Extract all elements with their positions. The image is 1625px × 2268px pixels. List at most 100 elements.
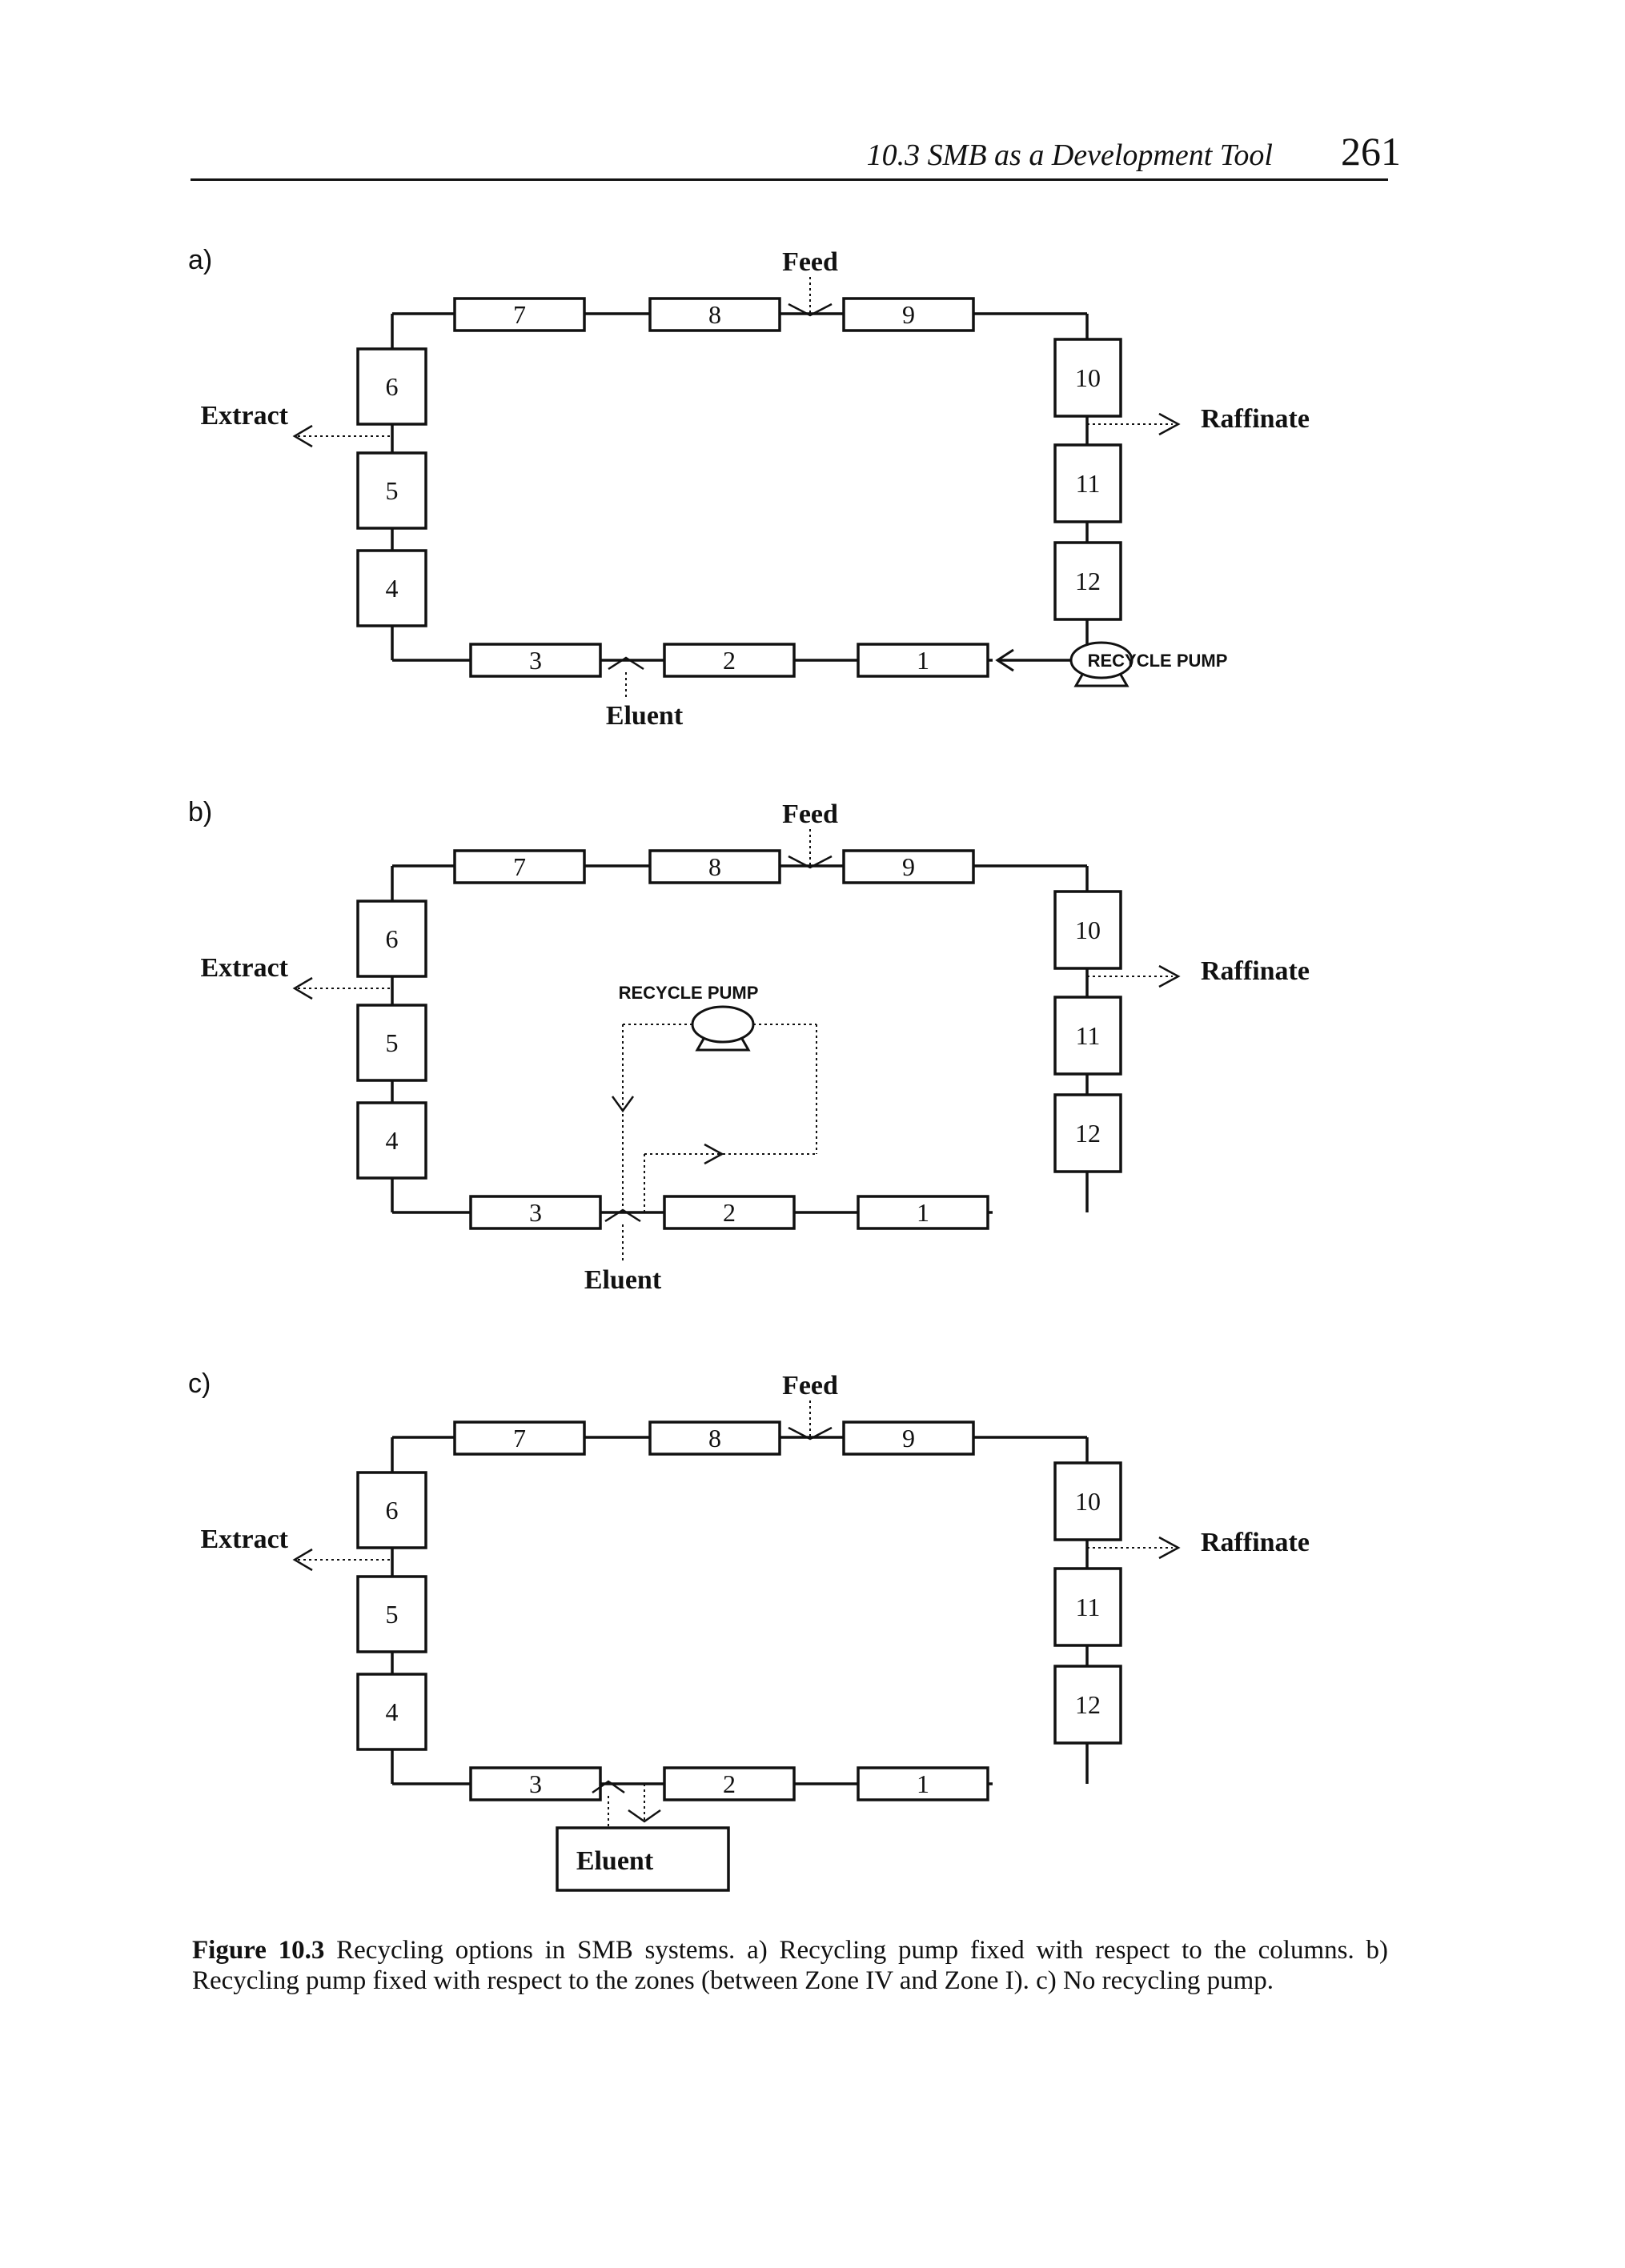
extract-arrow-head <box>292 1548 313 1572</box>
column-1-number: 1 <box>917 1769 929 1798</box>
column-11-number: 11 <box>1076 469 1101 498</box>
column-10 <box>1053 338 1122 418</box>
figure-caption: Figure 10.3 Recycling options in SMB sys… <box>192 1935 1388 1996</box>
column-10 <box>1053 1461 1122 1541</box>
raffinate-arrow-head <box>1158 964 1181 988</box>
column-4 <box>356 1673 427 1751</box>
column-7-number: 7 <box>513 1424 526 1453</box>
column-6-number: 6 <box>386 1496 399 1525</box>
recycle-pump-icon-base <box>1073 674 1129 687</box>
figure-caption-label: Figure 10.3 <box>192 1936 325 1965</box>
eluent-label: Eluent <box>584 1265 662 1295</box>
column-1-number: 1 <box>917 646 929 675</box>
column-5 <box>356 1004 427 1082</box>
column-5-number: 5 <box>386 1600 399 1629</box>
column-3 <box>469 1195 602 1230</box>
raffinate-label: Raffinate <box>1201 1528 1310 1557</box>
column-10 <box>1053 890 1122 970</box>
column-6 <box>356 347 427 426</box>
extract-arrow-head <box>292 424 313 448</box>
column-3-number: 3 <box>529 1198 542 1227</box>
column-12 <box>1053 541 1122 621</box>
column-3 <box>469 643 602 678</box>
column-7-number: 7 <box>513 852 526 881</box>
column-12 <box>1053 1665 1122 1745</box>
column-8-number: 8 <box>708 1424 721 1453</box>
column-5-number: 5 <box>386 476 399 505</box>
eluent-label: Eluent <box>576 1846 654 1876</box>
column-2 <box>663 1195 796 1230</box>
column-9-number: 9 <box>902 852 915 881</box>
column-4 <box>356 1101 427 1180</box>
column-12 <box>1053 1093 1122 1173</box>
extract-label: Extract <box>200 953 288 983</box>
column-9-number: 9 <box>902 1424 915 1453</box>
column-7-number: 7 <box>513 300 526 329</box>
column-12-number: 12 <box>1075 567 1101 595</box>
panel-label: c) <box>188 1368 211 1399</box>
running-header-title: 10.3 SMB as a Development Tool <box>866 138 1273 172</box>
column-11-number: 11 <box>1076 1021 1101 1050</box>
column-10-number: 10 <box>1075 1487 1101 1516</box>
column-2 <box>663 643 796 678</box>
recycle-pump-icon-base <box>695 1038 751 1052</box>
feed-arrow-head <box>788 855 833 869</box>
column-6 <box>356 1471 427 1549</box>
column-10-number: 10 <box>1075 916 1101 944</box>
column-5-number: 5 <box>386 1028 399 1057</box>
column-4-number: 4 <box>386 1697 399 1726</box>
column-9 <box>842 849 975 884</box>
column-4 <box>356 549 427 627</box>
feed-label: Feed <box>782 1371 838 1400</box>
column-5 <box>356 451 427 530</box>
column-2-number: 2 <box>723 1198 736 1227</box>
column-1 <box>857 643 989 678</box>
column-9-number: 9 <box>902 300 915 329</box>
recycle-pump-icon <box>691 1005 755 1044</box>
feed-arrow-head <box>788 303 833 317</box>
column-6 <box>356 900 427 978</box>
column-10-number: 10 <box>1075 363 1101 392</box>
column-4-number: 4 <box>386 574 399 603</box>
column-11 <box>1053 1567 1122 1647</box>
column-1-number: 1 <box>917 1198 929 1227</box>
column-6-number: 6 <box>386 924 399 953</box>
eluent-arrow-head <box>628 1809 661 1823</box>
column-3-number: 3 <box>529 1769 542 1798</box>
column-7 <box>453 849 586 884</box>
raffinate-label: Raffinate <box>1201 956 1310 986</box>
column-9 <box>842 297 975 332</box>
column-7 <box>453 297 586 332</box>
recycle-arrow-head <box>704 1143 724 1165</box>
column-11 <box>1053 443 1122 523</box>
column-8-number: 8 <box>708 852 721 881</box>
column-12-number: 12 <box>1075 1119 1101 1148</box>
raffinate-label: Raffinate <box>1201 404 1310 434</box>
recycle-pump-label: RECYCLE PUMP <box>1088 651 1228 671</box>
column-3 <box>469 1766 602 1801</box>
column-9 <box>842 1421 975 1456</box>
eluent-arrow-head <box>608 656 644 671</box>
feed-arrow-head <box>788 1426 833 1441</box>
header-rule <box>191 178 1388 181</box>
column-2-number: 2 <box>723 1769 736 1798</box>
column-11-number: 11 <box>1076 1593 1101 1621</box>
eluent-label: Eluent <box>606 701 684 731</box>
eluent-arrow-head <box>592 1780 625 1794</box>
extract-arrow-head <box>292 976 313 1000</box>
column-11 <box>1053 996 1122 1076</box>
column-7 <box>453 1421 586 1456</box>
raffinate-arrow-head <box>1158 1536 1181 1560</box>
column-3-number: 3 <box>529 646 542 675</box>
eluent-box <box>556 1826 730 1892</box>
column-4-number: 4 <box>386 1126 399 1155</box>
column-2 <box>663 1766 796 1801</box>
column-12-number: 12 <box>1075 1690 1101 1719</box>
feed-label: Feed <box>782 247 838 277</box>
page-number: 261 <box>1341 129 1401 174</box>
